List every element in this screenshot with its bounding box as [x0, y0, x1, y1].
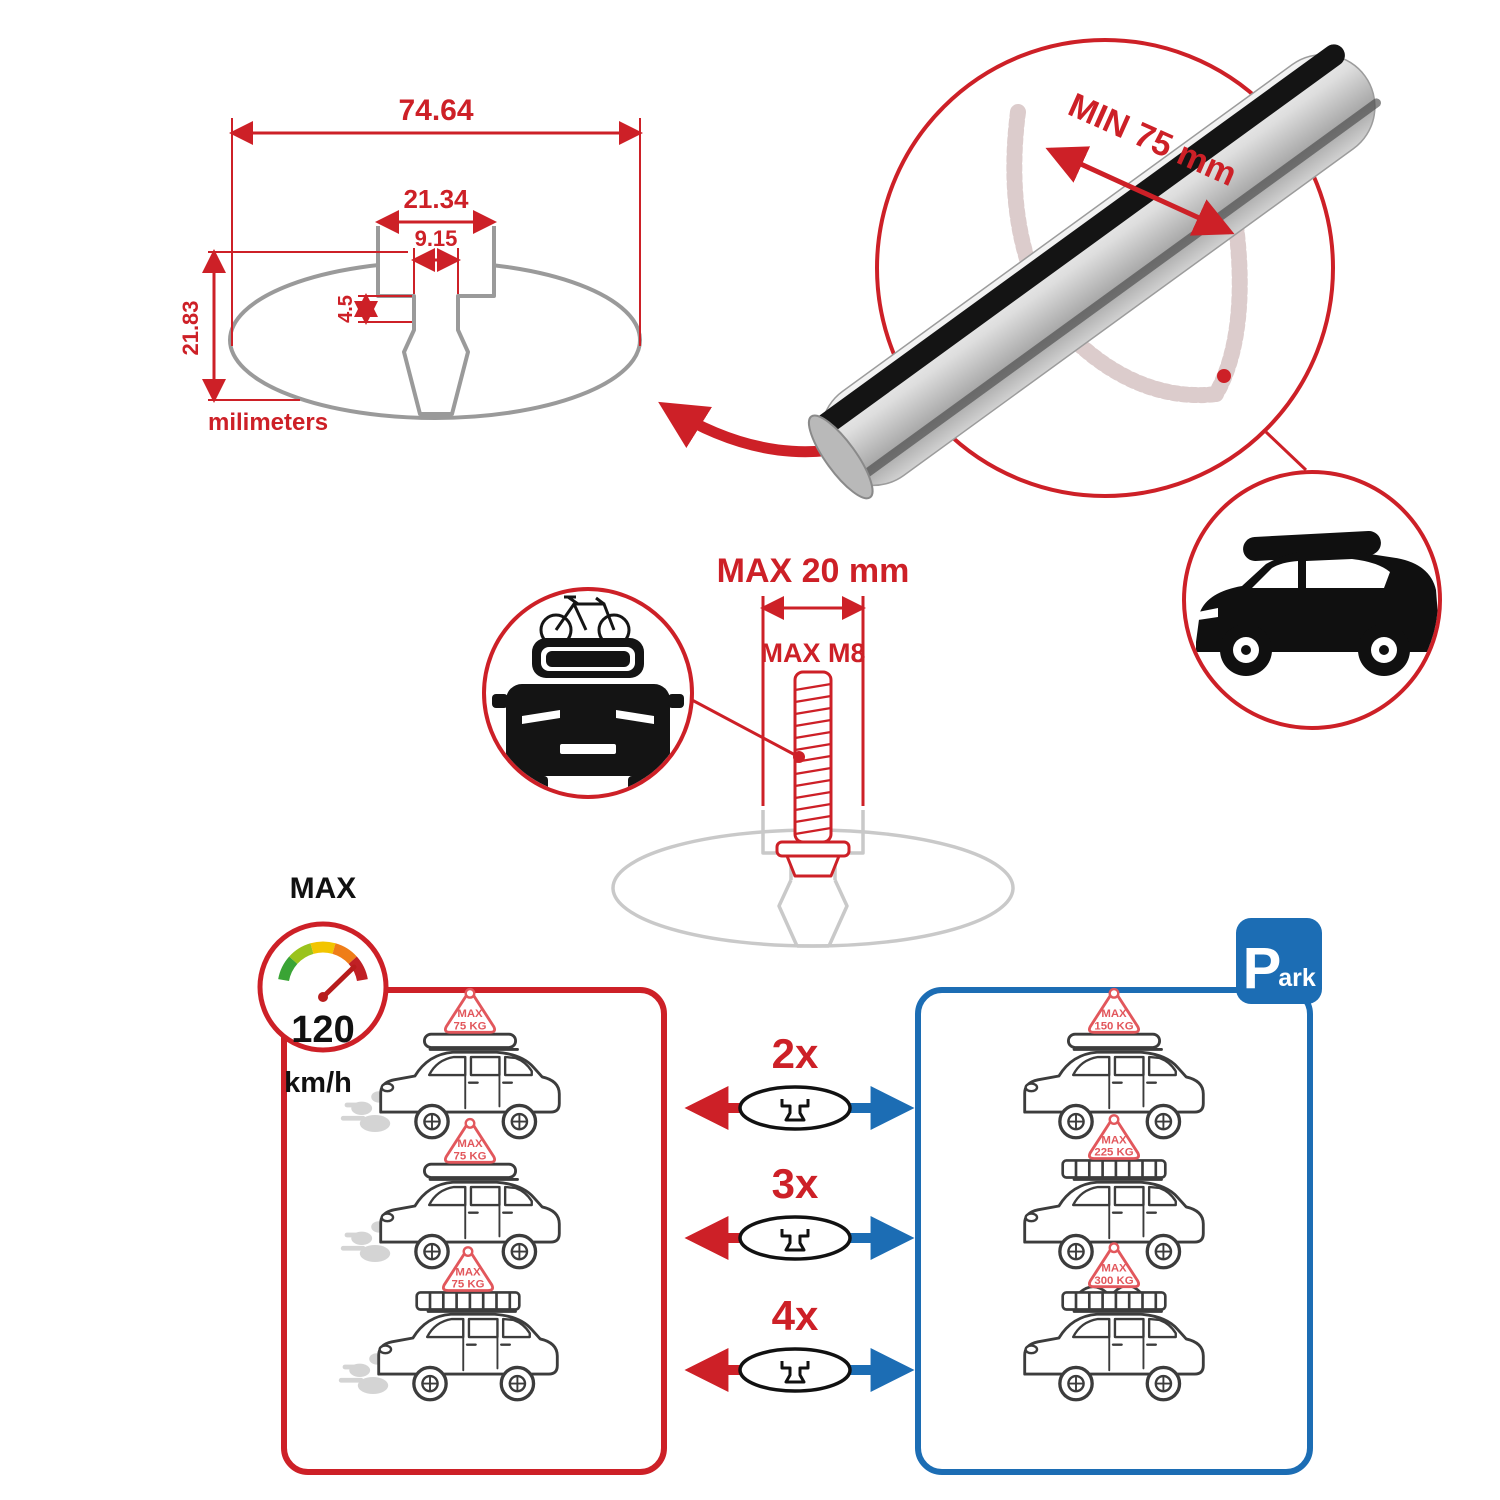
roof-box [422, 1162, 518, 1179]
speedometer-gauge-arc [278, 941, 368, 982]
roof-load-tag: MAX 225 KG [1087, 1113, 1141, 1160]
parking-sign-rest: ark [1278, 964, 1316, 992]
tag-load: 75 KG [454, 1150, 487, 1162]
tag-max: MAX [1101, 1134, 1127, 1146]
tag-load: 150 KG [1094, 1020, 1133, 1032]
rail-point-dot [1217, 369, 1231, 383]
dim-lip-height-label: 4.5 [335, 295, 357, 323]
roof-basket [1061, 1291, 1167, 1311]
roof-load-tag: MAX 300 KG [1087, 1242, 1141, 1289]
parking-sign: P ark [1236, 918, 1322, 1004]
driving-car-1: MAX 75 KG [340, 987, 561, 1140]
row1-bar-profile-icon [738, 1085, 852, 1131]
comparison-row-2: 3x MAX 75 KG MAX 225 KG [340, 1113, 1205, 1270]
t-slot-channel-outline [376, 226, 496, 416]
roof-basket [1061, 1159, 1167, 1179]
tag-max: MAX [1101, 1008, 1127, 1020]
left-headlight [522, 710, 560, 724]
suv-with-roofbox-illustration [1196, 531, 1438, 676]
tag-max: MAX [457, 1138, 483, 1150]
roof-box [422, 1032, 518, 1049]
parked-car-2: MAX 225 KG [1023, 1113, 1205, 1270]
bolt-connector-dot [793, 751, 805, 763]
dim-section-height-label: 21.83 [178, 300, 203, 355]
tag-load: 225 KG [1094, 1147, 1133, 1159]
car-front-with-bike-illustration [492, 595, 684, 792]
bar-closeup-circle: MIN 75 mm [807, 38, 1381, 500]
speedometer-value: 120 [291, 1009, 354, 1051]
tag-max: MAX [457, 1008, 483, 1020]
speedometer-needle [320, 964, 357, 1000]
tag-load: 75 KG [452, 1279, 485, 1291]
max-thread-label: MAX M8 [760, 638, 865, 668]
dim-slot-outer-label: 21.34 [403, 184, 469, 214]
right-mirror [668, 694, 684, 708]
bar-end-cap [807, 414, 874, 500]
car-front-circle [482, 587, 694, 799]
tag-load: 75 KG [454, 1020, 487, 1032]
left-mirror [492, 694, 508, 708]
tag-max: MAX [455, 1266, 481, 1278]
roof-box [1066, 1032, 1162, 1049]
right-headlight [616, 710, 654, 724]
units-label: milimeters [208, 409, 328, 436]
roof-load-tag: MAX 75 KG [441, 1245, 495, 1292]
bolt-diagram: MAX 20 mm MAX M8 [611, 552, 1015, 948]
row3-multiplier: 4x [772, 1292, 819, 1339]
dim-total-width-label: 74.64 [398, 94, 473, 127]
car-roofbox-circle [1182, 470, 1442, 730]
parking-sign-letter: P [1243, 936, 1282, 1001]
circle-connector-line [1264, 430, 1308, 472]
row2-multiplier: 3x [772, 1160, 819, 1207]
bolt-connector-line [691, 698, 800, 759]
tag-max: MAX [1101, 1263, 1127, 1275]
driving-car-2: MAX 75 KG [340, 1117, 561, 1270]
dim-slot-inner-label: 9.15 [415, 226, 458, 251]
speedometer: MAX 120 km/h [257, 872, 389, 1099]
cross-section-diagram: 74.64 21.34 9.15 4.5 21.83 milimeters [178, 94, 643, 436]
parked-car-3: MAX 300 KG [1023, 1242, 1205, 1402]
driving-car-3: MAX 75 KG [338, 1245, 559, 1402]
aluminium-crossbar [807, 44, 1381, 500]
comparison-row-3: 4x MAX 75 KG MAX 300 KG [338, 1242, 1205, 1402]
roof-load-tag: MAX 75 KG [443, 1117, 497, 1164]
row3-bar-profile-icon [738, 1347, 852, 1393]
roof-load-tag: MAX 75 KG [443, 987, 497, 1034]
roof-load-tag: MAX 150 KG [1087, 987, 1141, 1034]
row2-bar-profile-icon [738, 1215, 852, 1261]
roof-basket [415, 1291, 521, 1311]
plate [560, 744, 616, 754]
max-width-label: MAX 20 mm [717, 552, 910, 590]
t-bolt-icon [775, 670, 851, 878]
speedometer-max-label: MAX [290, 872, 357, 905]
rubber-channel-strip [809, 44, 1345, 440]
parked-car-1: MAX 150 KG [1023, 987, 1205, 1140]
comparison-row-1: 2x MAX 75 KG MAX 150 KG [340, 987, 1205, 1140]
min-span-arrow [1045, 146, 1235, 236]
row1-multiplier: 2x [772, 1030, 819, 1077]
speedometer-unit: km/h [284, 1067, 352, 1099]
bolt-threads [794, 682, 832, 836]
tag-load: 300 KG [1094, 1275, 1133, 1287]
